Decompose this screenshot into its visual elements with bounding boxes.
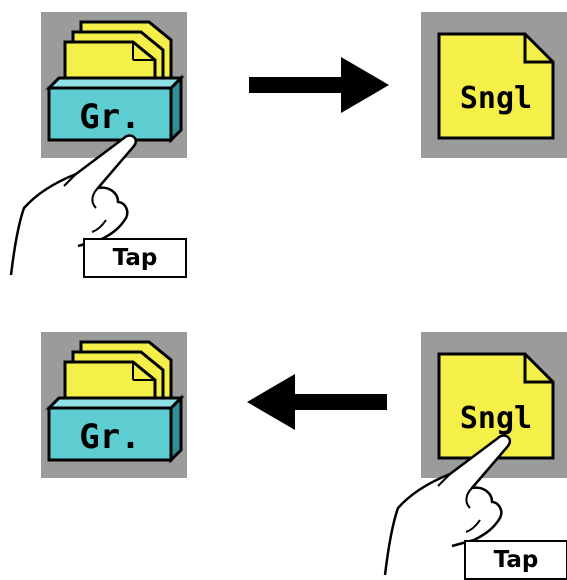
group-folder-icon: Gr. — [45, 340, 185, 464]
group-button-bottom[interactable]: Gr. — [41, 332, 187, 478]
arrow-left-icon — [247, 374, 387, 430]
single-button-top[interactable]: Sngl — [421, 12, 567, 158]
tap-text-top: Tap — [112, 245, 158, 271]
arrow-right-icon — [249, 57, 389, 113]
hand-icon — [9, 134, 138, 276]
group-icon-label: Gr. — [79, 97, 140, 137]
single-icon-label: Sngl — [460, 81, 532, 116]
single-file-icon: Sngl — [437, 352, 555, 460]
tap-label-bottom: Tap — [464, 540, 567, 580]
hand-icon — [383, 434, 512, 576]
group-button-top[interactable]: Gr. — [41, 12, 187, 158]
tap-text-bottom: Tap — [493, 547, 539, 573]
group-icon-label: Gr. — [79, 417, 140, 457]
group-folder-icon: Gr. — [45, 20, 185, 144]
tap-label-top: Tap — [83, 238, 187, 278]
single-file-icon: Sngl — [437, 32, 555, 140]
single-icon-label: Sngl — [460, 401, 532, 436]
single-button-bottom[interactable]: Sngl — [421, 332, 567, 478]
